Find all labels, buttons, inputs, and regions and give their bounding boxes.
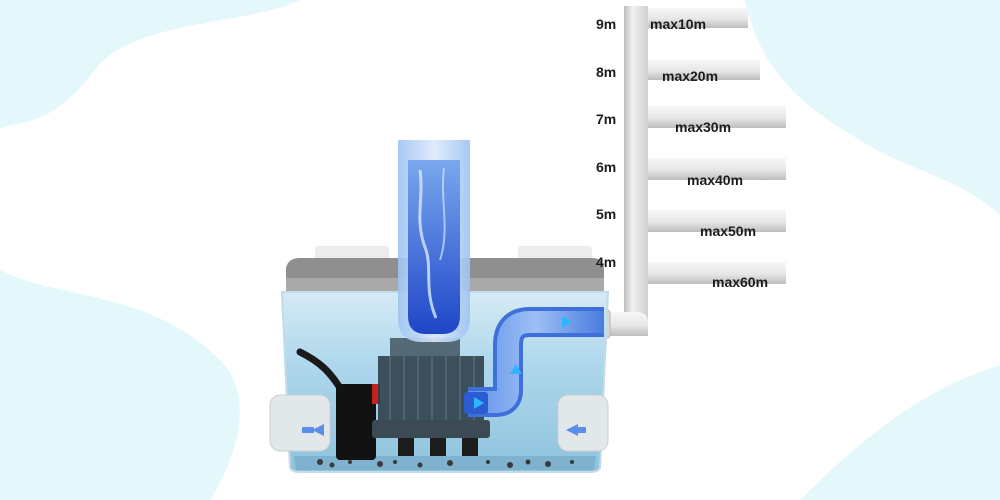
height-label-7m: 7m (596, 111, 617, 127)
background-blob-bottom-right (800, 365, 1000, 500)
branch-pipe-6m (648, 158, 786, 180)
pump-outlet-pipe (604, 312, 648, 336)
max-distance-label-7m: max30m (675, 119, 732, 135)
max-distance-label-6m: max40m (687, 172, 744, 188)
branch-pipe-9m (648, 8, 748, 28)
sediment (317, 459, 574, 468)
height-label-8m: 8m (596, 64, 617, 80)
elbow-flow-arrow-up (510, 364, 522, 374)
max-distance-label-8m: max20m (662, 68, 719, 84)
height-label-9m: 9m (596, 16, 617, 32)
background-blob-bottom-left (0, 270, 240, 500)
right-side-inlet (557, 394, 609, 452)
discharge-elbow-pipe (464, 307, 604, 417)
background-blob-left (0, 0, 300, 128)
left-inlet-arrow (312, 424, 324, 436)
height-label-6m: 6m (596, 159, 617, 175)
vertical-riser-pipe (624, 6, 648, 332)
branch-pipe-7m (648, 106, 786, 128)
motor-flow-arrow (474, 397, 484, 409)
max-distance-label-5m: max50m (700, 223, 757, 239)
left-side-inlet (269, 394, 331, 452)
branch-pipe-5m (648, 210, 786, 232)
branch-pipe-4m (648, 262, 786, 284)
elbow-flow-arrow-right (562, 316, 572, 328)
branch-pipe-8m (648, 60, 760, 80)
height-label-4m: 4m (596, 254, 617, 270)
background-blob-right (745, 0, 1000, 215)
max-distance-label-9m: max10m (650, 16, 707, 32)
right-inlet-arrow (566, 424, 578, 436)
max-distance-label-4m: max60m (712, 274, 769, 290)
pump-motor (296, 338, 490, 460)
toilet-inlet-column (398, 140, 470, 342)
height-label-5m: 5m (596, 206, 617, 222)
